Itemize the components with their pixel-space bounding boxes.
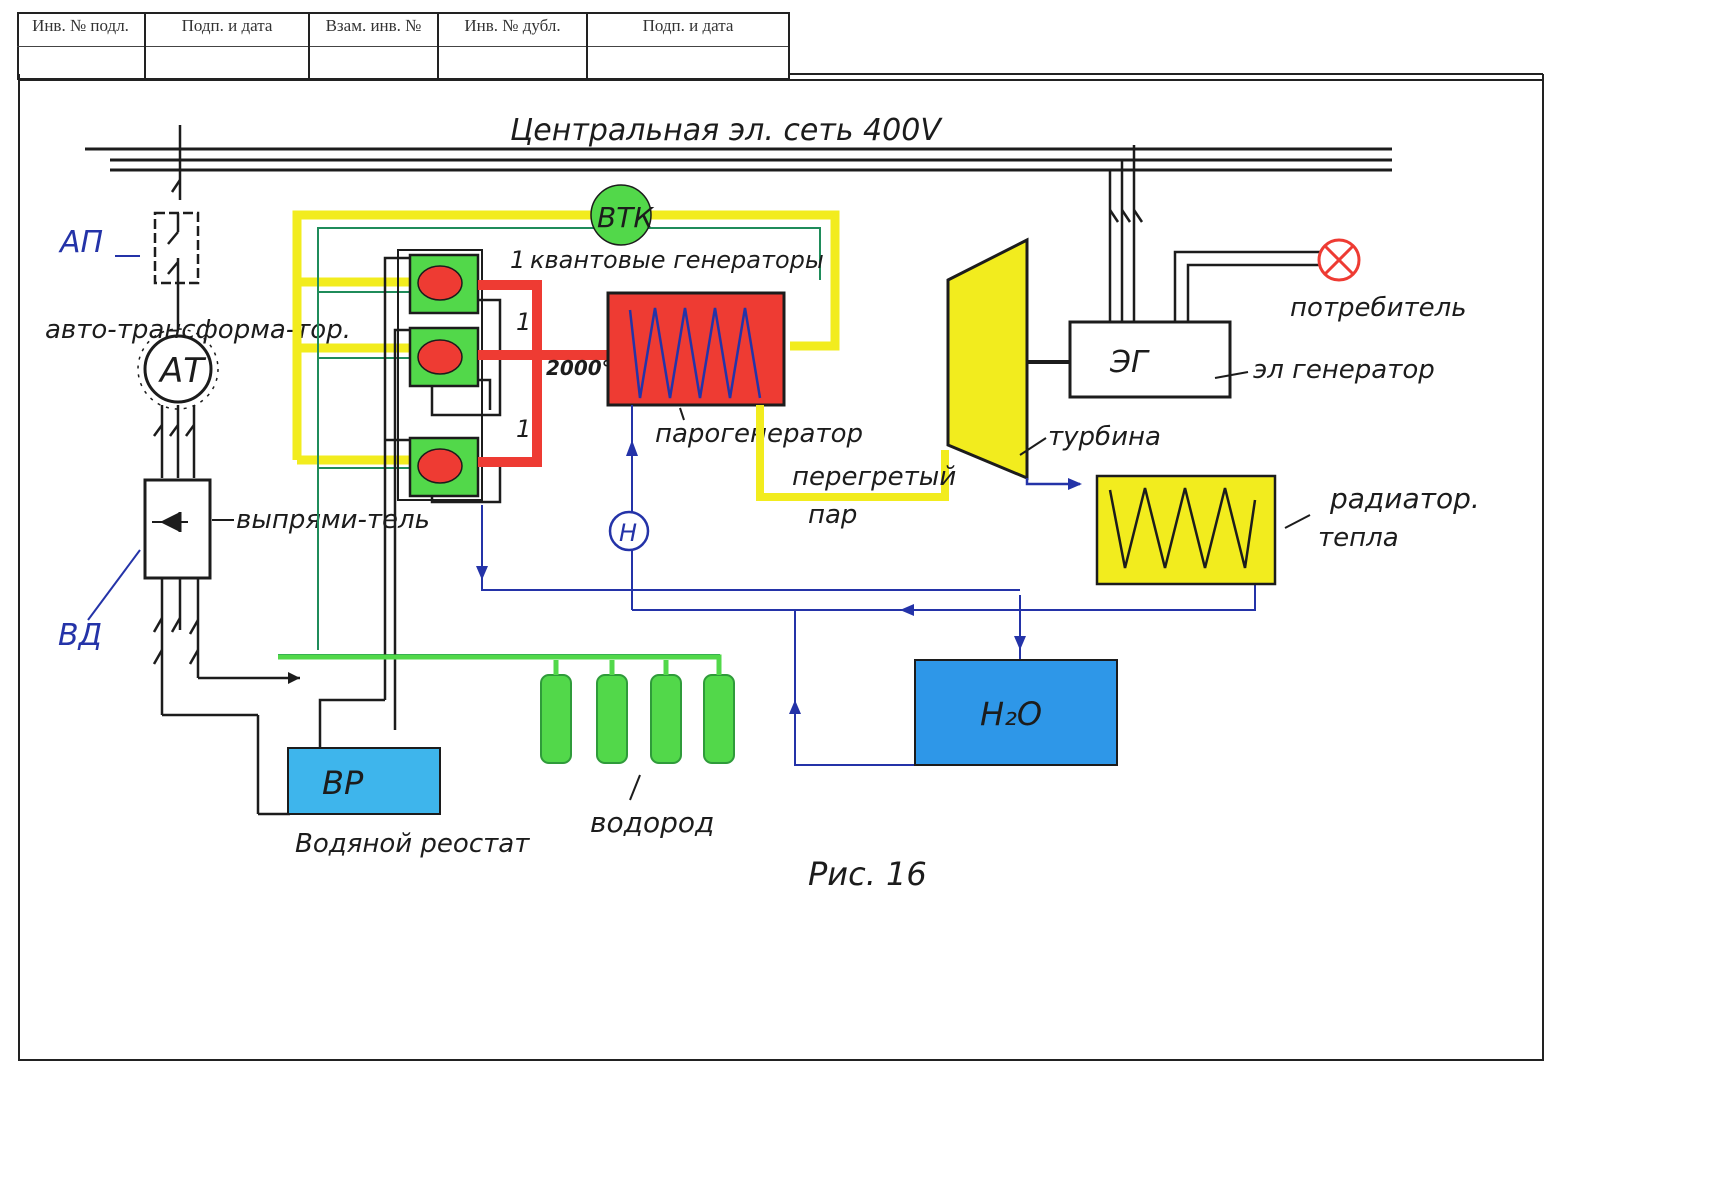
central-grid-bus (85, 147, 1392, 172)
feed-pump (608, 510, 650, 552)
quantum-generators-label: квантовые генераторы (530, 246, 824, 274)
vtk-label: ВТК (597, 201, 654, 234)
turbine-label: турбина (1048, 422, 1161, 452)
gen-num-2: 1 (516, 308, 531, 336)
autotransformer-text: авто-трансформа-тор. (45, 315, 351, 345)
water-rheostat (287, 747, 441, 815)
steam-generator (606, 291, 786, 407)
grid-title: Центральная эл. сеть 400V (510, 113, 943, 148)
radiator-label-2: тепла (1318, 523, 1399, 553)
eg-label: ЭГ (1109, 345, 1150, 380)
steam-generator-coil (628, 307, 762, 399)
radiator-coil (1108, 487, 1257, 569)
autotransformer-label: авто-трансформа-тор. (45, 315, 351, 345)
figure-caption: Рис. 16 (808, 855, 927, 893)
gen-num-1: 1 (510, 246, 525, 274)
superheated-label-2: пар (808, 500, 857, 530)
vtk-pump (590, 184, 652, 246)
turbine (946, 237, 1029, 481)
at-label: АТ (158, 351, 206, 391)
rectifier-label: выпрями-тель (236, 505, 430, 535)
water-rheostat-label: Водяной реостат (295, 829, 530, 859)
quantum-generator-2 (408, 326, 480, 388)
cooling-loop-yellow (292, 210, 840, 465)
hydrogen-label: водород (590, 806, 714, 839)
quantum-generator-1 (408, 253, 480, 315)
gen-num-3: 1 (516, 415, 531, 443)
vd-label: ВД (58, 618, 102, 653)
stamp-cell-inv-dubl: Инв. № дубл. (439, 12, 588, 80)
stamp-cell-vzam-inv: Взам. инв. № (310, 12, 439, 80)
auto-switch-ap (153, 125, 200, 330)
stamp-cell-podp-data-1: Подп. и дата (146, 12, 310, 80)
pump-label: Н (619, 519, 637, 547)
electric-generator (1068, 320, 1232, 399)
br-label: ВР (322, 764, 364, 802)
consumer-label: потребитель (1290, 293, 1467, 323)
water-tank (914, 659, 1118, 766)
radiator-label-1: радиатор. (1329, 482, 1480, 515)
quantum-generator-3 (408, 436, 480, 498)
stamp-cell-inv-podl: Инв. № подл. (17, 12, 146, 80)
drawing-frame (18, 79, 1544, 1061)
superheated-steam-line (756, 405, 949, 501)
stamp-cell-podp-data-2: Подп. и дата (588, 12, 790, 80)
hydrogen-cylinders (540, 674, 735, 764)
laser-lines-red (478, 280, 608, 467)
el-generator-label: эл генератор (1253, 355, 1435, 385)
superheated-label-1: перегретый (792, 462, 956, 492)
autotransformer-symbol (143, 334, 213, 404)
water-tank-label: H₂O (980, 695, 1042, 733)
ap-label: АП (58, 225, 103, 260)
